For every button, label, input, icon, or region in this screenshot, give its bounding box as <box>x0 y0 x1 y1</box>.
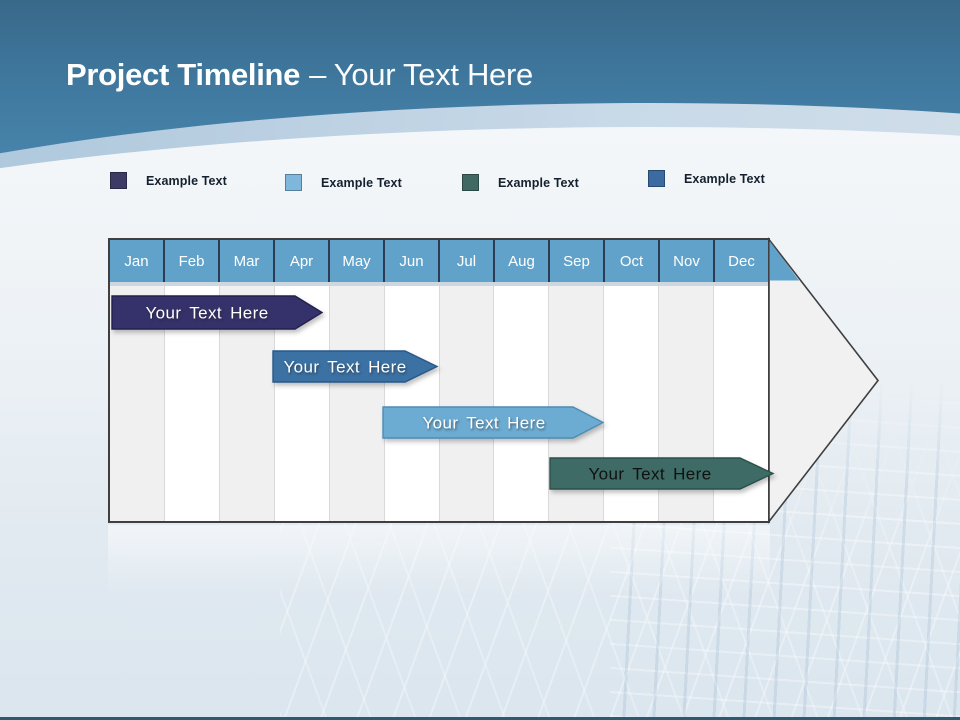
legend-item-2[interactable]: Example Text <box>285 174 402 191</box>
legend-label: Example Text <box>321 175 402 190</box>
month-cell-may[interactable]: May <box>330 240 385 282</box>
month-cell-aug[interactable]: Aug <box>495 240 550 282</box>
bar-label: Your Text Here <box>145 304 268 323</box>
timeline-bar-2[interactable]: Your Text Here <box>272 350 439 383</box>
legend-label: Example Text <box>498 175 579 190</box>
timeline-bar-4[interactable]: Your Text Here <box>549 457 775 490</box>
month-cell-apr[interactable]: Apr <box>275 240 330 282</box>
bar-label: Your Text Here <box>422 414 545 433</box>
title-secondary: – Your Text Here <box>309 57 533 92</box>
month-cell-jul[interactable]: Jul <box>440 240 495 282</box>
timeline-header-row: Jan Feb Mar Apr May Jun Jul Aug Sep Oct … <box>110 240 768 282</box>
month-cell-jan[interactable]: Jan <box>110 240 165 282</box>
bar-arrow-shape <box>382 406 605 439</box>
month-cell-mar[interactable]: Mar <box>220 240 275 282</box>
month-cell-dec[interactable]: Dec <box>728 252 755 270</box>
legend-label: Example Text <box>684 171 765 186</box>
month-cell-jun[interactable]: Jun <box>385 240 440 282</box>
month-column <box>494 286 550 521</box>
bar-arrow-shape <box>549 457 775 490</box>
legend-swatch-steelblue <box>648 170 665 187</box>
slide-title[interactable]: Project Timeline– Your Text Here <box>66 58 533 92</box>
bottom-edge-strip <box>0 717 960 720</box>
legend-item-4[interactable]: Example Text <box>648 170 765 187</box>
legend-swatch-lightblue <box>285 174 302 191</box>
bar-label: Your Text Here <box>283 358 406 377</box>
header-divider <box>110 282 768 286</box>
bar-arrow-shape <box>111 295 324 330</box>
timeline-arrow-tip <box>768 237 880 524</box>
legend-swatch-navy <box>110 172 127 189</box>
month-column <box>384 286 440 521</box>
legend-item-3[interactable]: Example Text <box>462 174 579 191</box>
bar-label: Your Text Here <box>588 465 711 484</box>
month-cell-sep[interactable]: Sep <box>550 240 605 282</box>
title-primary: Project Timeline <box>66 57 301 92</box>
legend-item-1[interactable]: Example Text <box>110 172 227 189</box>
month-column <box>329 286 385 521</box>
table-reflection-glow <box>108 525 770 595</box>
bar-arrow-shape <box>272 350 439 383</box>
month-cell-oct[interactable]: Oct <box>605 240 660 282</box>
timeline-arrow-tip-header <box>770 241 799 281</box>
timeline-bar-1[interactable]: Your Text Here <box>111 295 324 330</box>
month-cell-nov[interactable]: Nov <box>660 240 715 282</box>
month-column <box>439 286 495 521</box>
timeline-bar-3[interactable]: Your Text Here <box>382 406 605 439</box>
month-cell-feb[interactable]: Feb <box>165 240 220 282</box>
legend-label: Example Text <box>146 173 227 188</box>
legend-swatch-teal <box>462 174 479 191</box>
